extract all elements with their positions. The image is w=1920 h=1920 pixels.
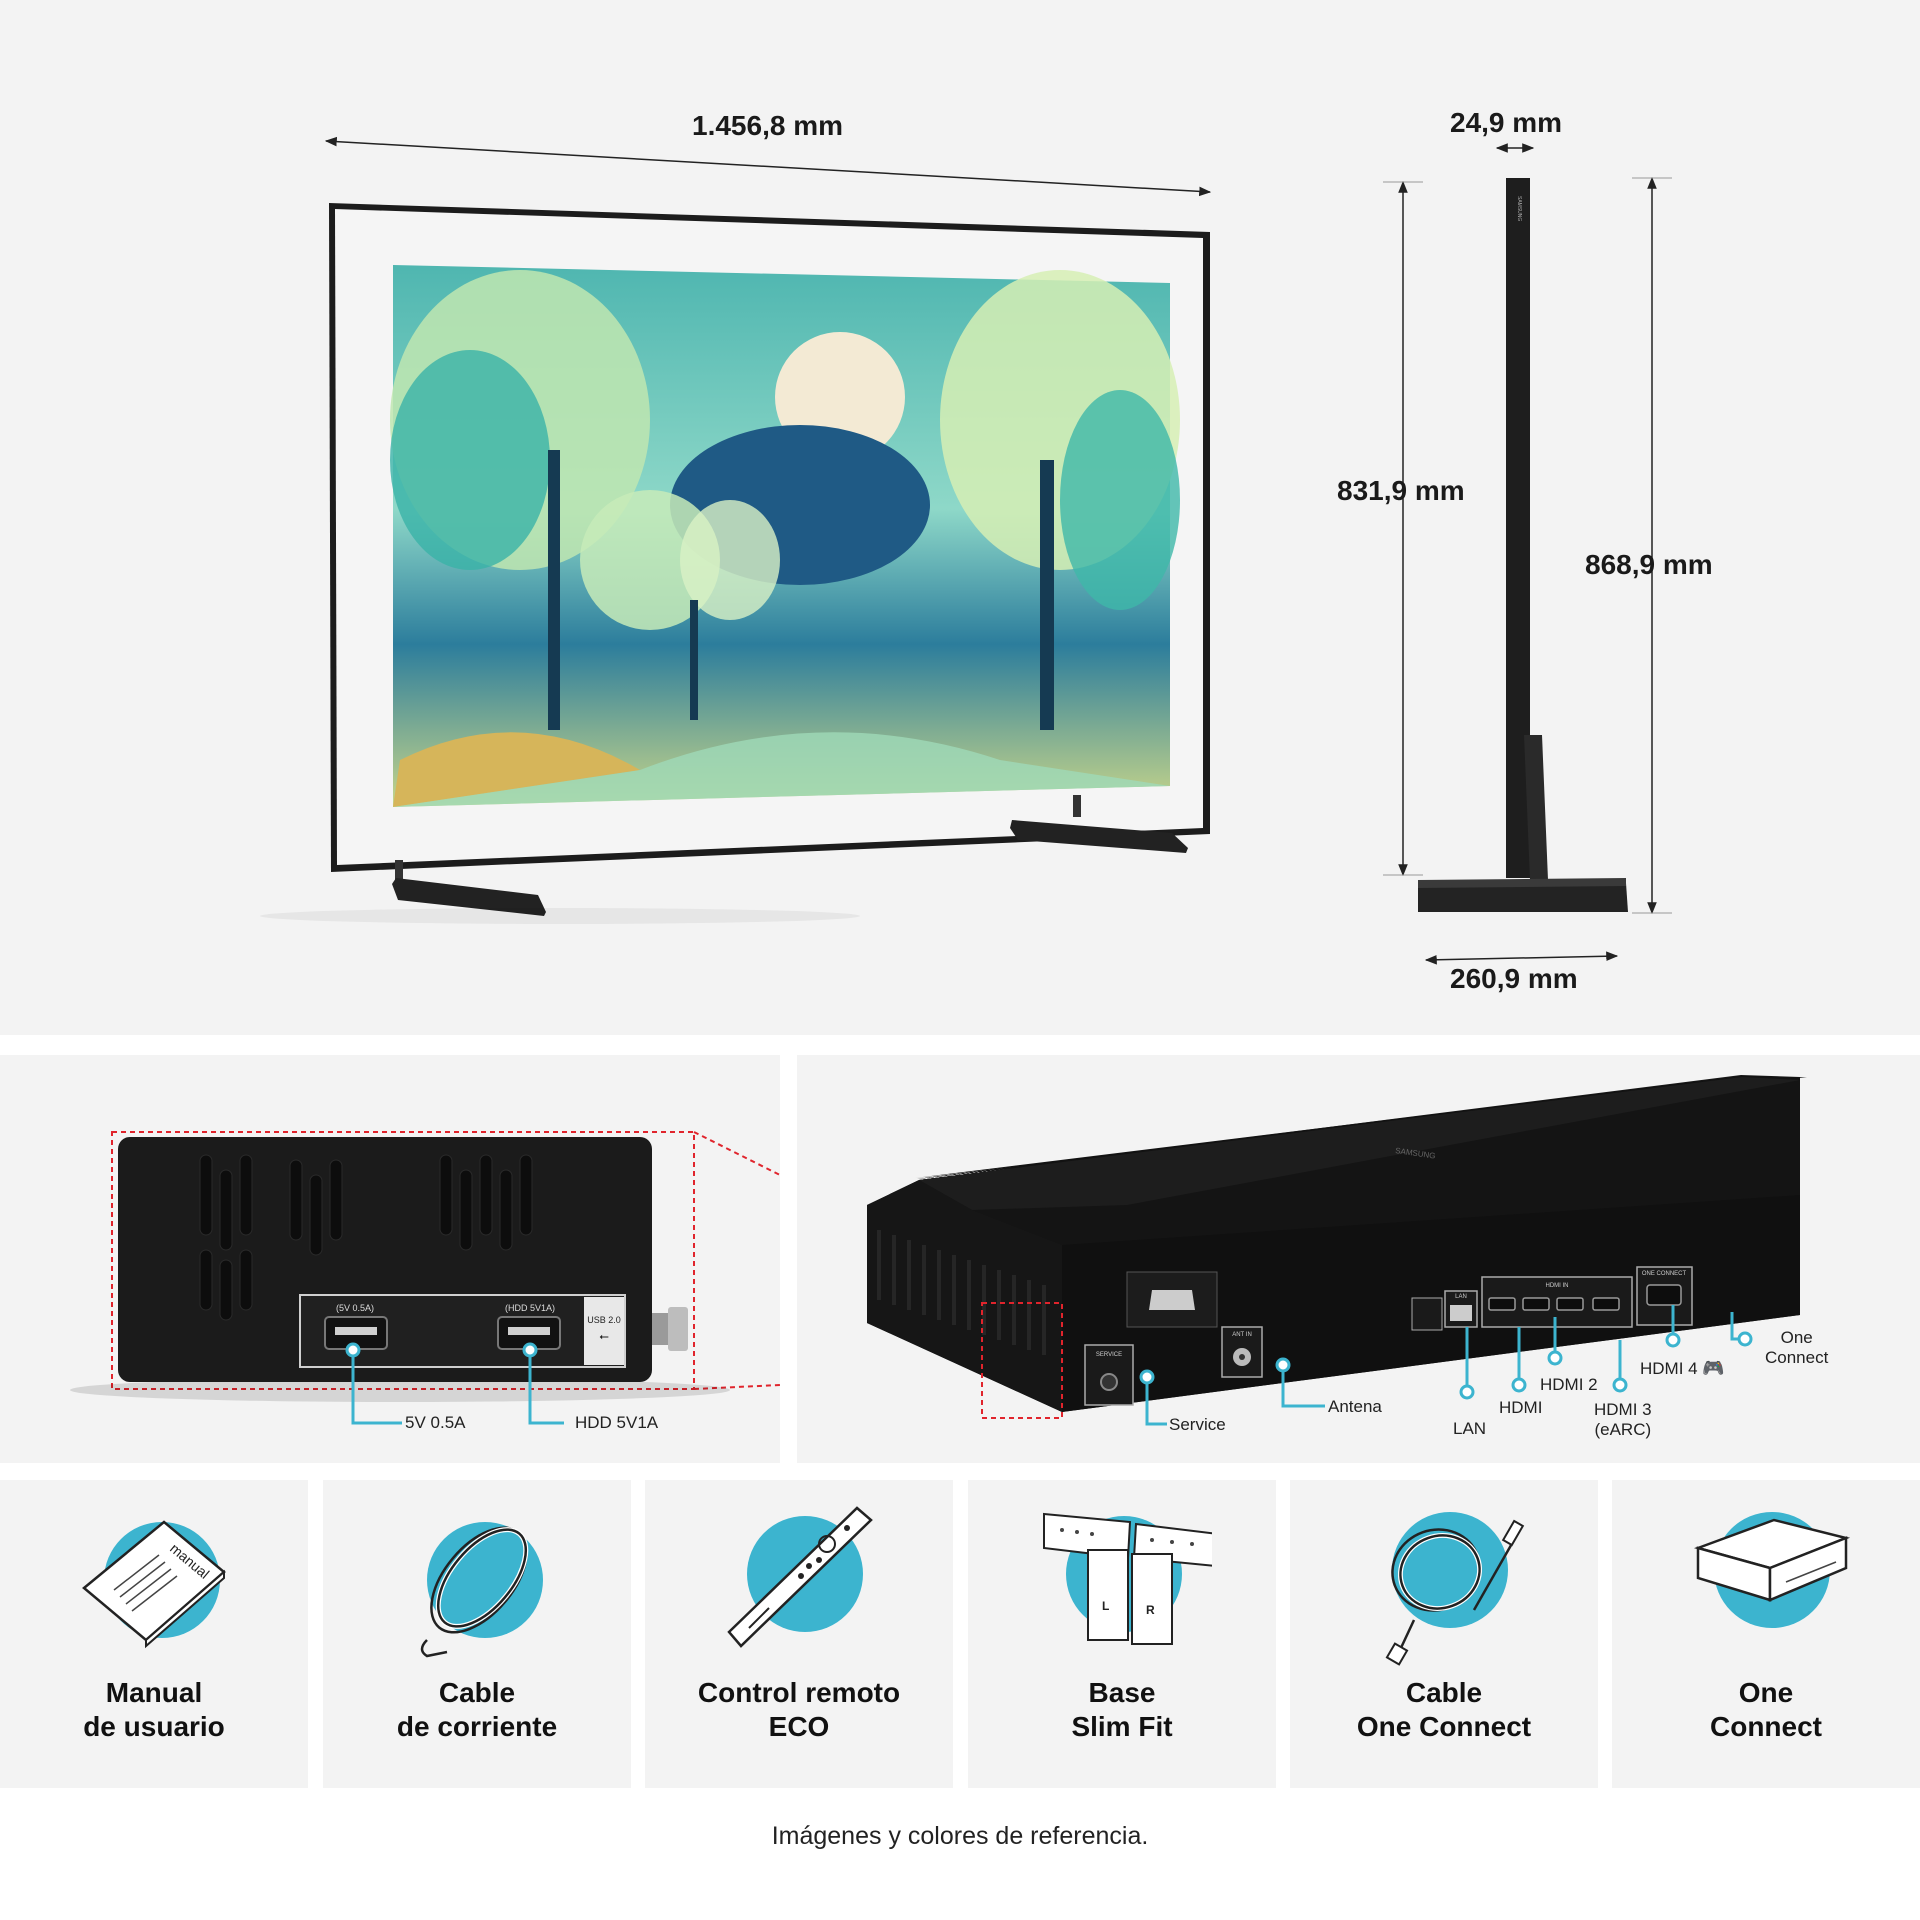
usb-port1-tag: (5V 0.5A): [336, 1303, 374, 1313]
accessory-label-line1: One: [1738, 1677, 1794, 1708]
accessory-label-line1: Base: [1088, 1677, 1156, 1708]
tag-ant-in: ANT IN: [1232, 1332, 1252, 1338]
accessory-label-line1: Control remoto: [697, 1677, 901, 1708]
remote-icon: [727, 1506, 873, 1648]
callout-hdmi-3-line2: (eARC): [1594, 1420, 1652, 1439]
usb-version-tag: USB 2.0: [587, 1315, 621, 1325]
disclaimer-text: Imágenes y colores de referencia.: [771, 1822, 1149, 1850]
accessory-label-line2: ECO: [768, 1711, 830, 1742]
height-total-label: 868,9 mm: [1585, 549, 1713, 580]
callout-one-connect: One Connect: [1765, 1328, 1828, 1368]
accessory-label-line1: Cable: [1405, 1677, 1483, 1708]
slim-fit-mount-icon: L R: [1043, 1512, 1212, 1645]
slim-fit-tag-l: L: [1102, 1599, 1109, 1613]
antenna-connector: [668, 1307, 688, 1351]
tv-side-profile: SAMSUNG: [1383, 143, 1672, 965]
one-connect-box-icon: [1693, 1512, 1851, 1628]
callout-service: Service: [1169, 1415, 1226, 1434]
callout-hdmi-3: HDMI 3 (eARC): [1594, 1400, 1652, 1440]
tag-one-connect: ONE CONNECT: [1642, 1271, 1687, 1277]
one-connect-ports-panel: SAMSUNG SERVICE ANT IN LAN HDMI IN ONE C…: [797, 1055, 1920, 1463]
one-connect-box-drawing: SAMSUNG SERVICE ANT IN LAN HDMI IN ONE C…: [867, 1075, 1807, 1426]
usb-ports-panel: USB 2.0 ⭠ (5V 0.5A) (HDD 5V1A) 5V 0.5A H…: [0, 1055, 780, 1463]
accessory-label-line1: Cable: [438, 1677, 516, 1708]
usb-box-drawing: USB 2.0 ⭠ (5V 0.5A) (HDD 5V1A): [70, 1131, 780, 1425]
usb-port2-tag: (HDD 5V1A): [505, 1303, 555, 1313]
callout-one-connect-line1: One: [1780, 1328, 1813, 1347]
height-panel-label: 831,9 mm: [1337, 475, 1465, 506]
accessory-label-line2: de corriente: [396, 1711, 558, 1742]
accessory-label-line2: de usuario: [83, 1711, 225, 1742]
accessory-label-line1: Manual: [105, 1677, 203, 1708]
callout-hdmi-4: HDMI 4 🎮: [1640, 1358, 1725, 1379]
zoom-highlight-box: [111, 1131, 695, 1390]
callout-hdmi-4-text: HDMI 4: [1640, 1359, 1698, 1378]
tv-front: [260, 203, 1210, 924]
depth-panel-label: 24,9 mm: [1450, 107, 1563, 138]
manual-icon: manual: [82, 1520, 226, 1649]
width-arrow: [324, 136, 1212, 197]
callout-hdmi-2: HDMI 2: [1540, 1375, 1598, 1394]
one-connect-cable-icon: [1385, 1512, 1525, 1666]
usb-callout-2: HDD 5V1A: [575, 1413, 659, 1432]
accessory-label-line2: Slim Fit: [1071, 1711, 1173, 1742]
slim-fit-tag-r: R: [1146, 1603, 1155, 1617]
usb-callout-1: 5V 0.5A: [405, 1413, 466, 1432]
callout-hdmi-3-line1: HDMI 3: [1594, 1400, 1652, 1419]
accessory-label-line2: Connect: [1710, 1711, 1822, 1742]
callout-antena: Antena: [1328, 1397, 1382, 1416]
power-cable-icon: [420, 1522, 543, 1658]
callout-lan: LAN: [1453, 1419, 1487, 1438]
dimensions-panel: SAMSUNG 1.456,8 mm 24,9 mm 831,9 mm 868,…: [0, 0, 1920, 1035]
callout-hdmi: HDMI: [1499, 1398, 1543, 1417]
tag-hdmi-in: HDMI IN: [1546, 1283, 1569, 1289]
usb-symbol-icon: ⭠: [599, 1329, 609, 1343]
side-brand-mark: SAMSUNG: [1516, 196, 1522, 221]
tag-lan: LAN: [1455, 1294, 1467, 1300]
callout-one-connect-line2: Connect: [1765, 1348, 1829, 1367]
gamepad-icon: 🎮: [1702, 1358, 1725, 1378]
tv-dimension-drawing: SAMSUNG: [260, 136, 1672, 965]
accessory-label-line2: One Connect: [1356, 1711, 1532, 1742]
tag-service: SERVICE: [1096, 1352, 1122, 1358]
depth-stand-label: 260,9 mm: [1450, 963, 1578, 994]
width-label: 1.456,8 mm: [692, 110, 843, 141]
